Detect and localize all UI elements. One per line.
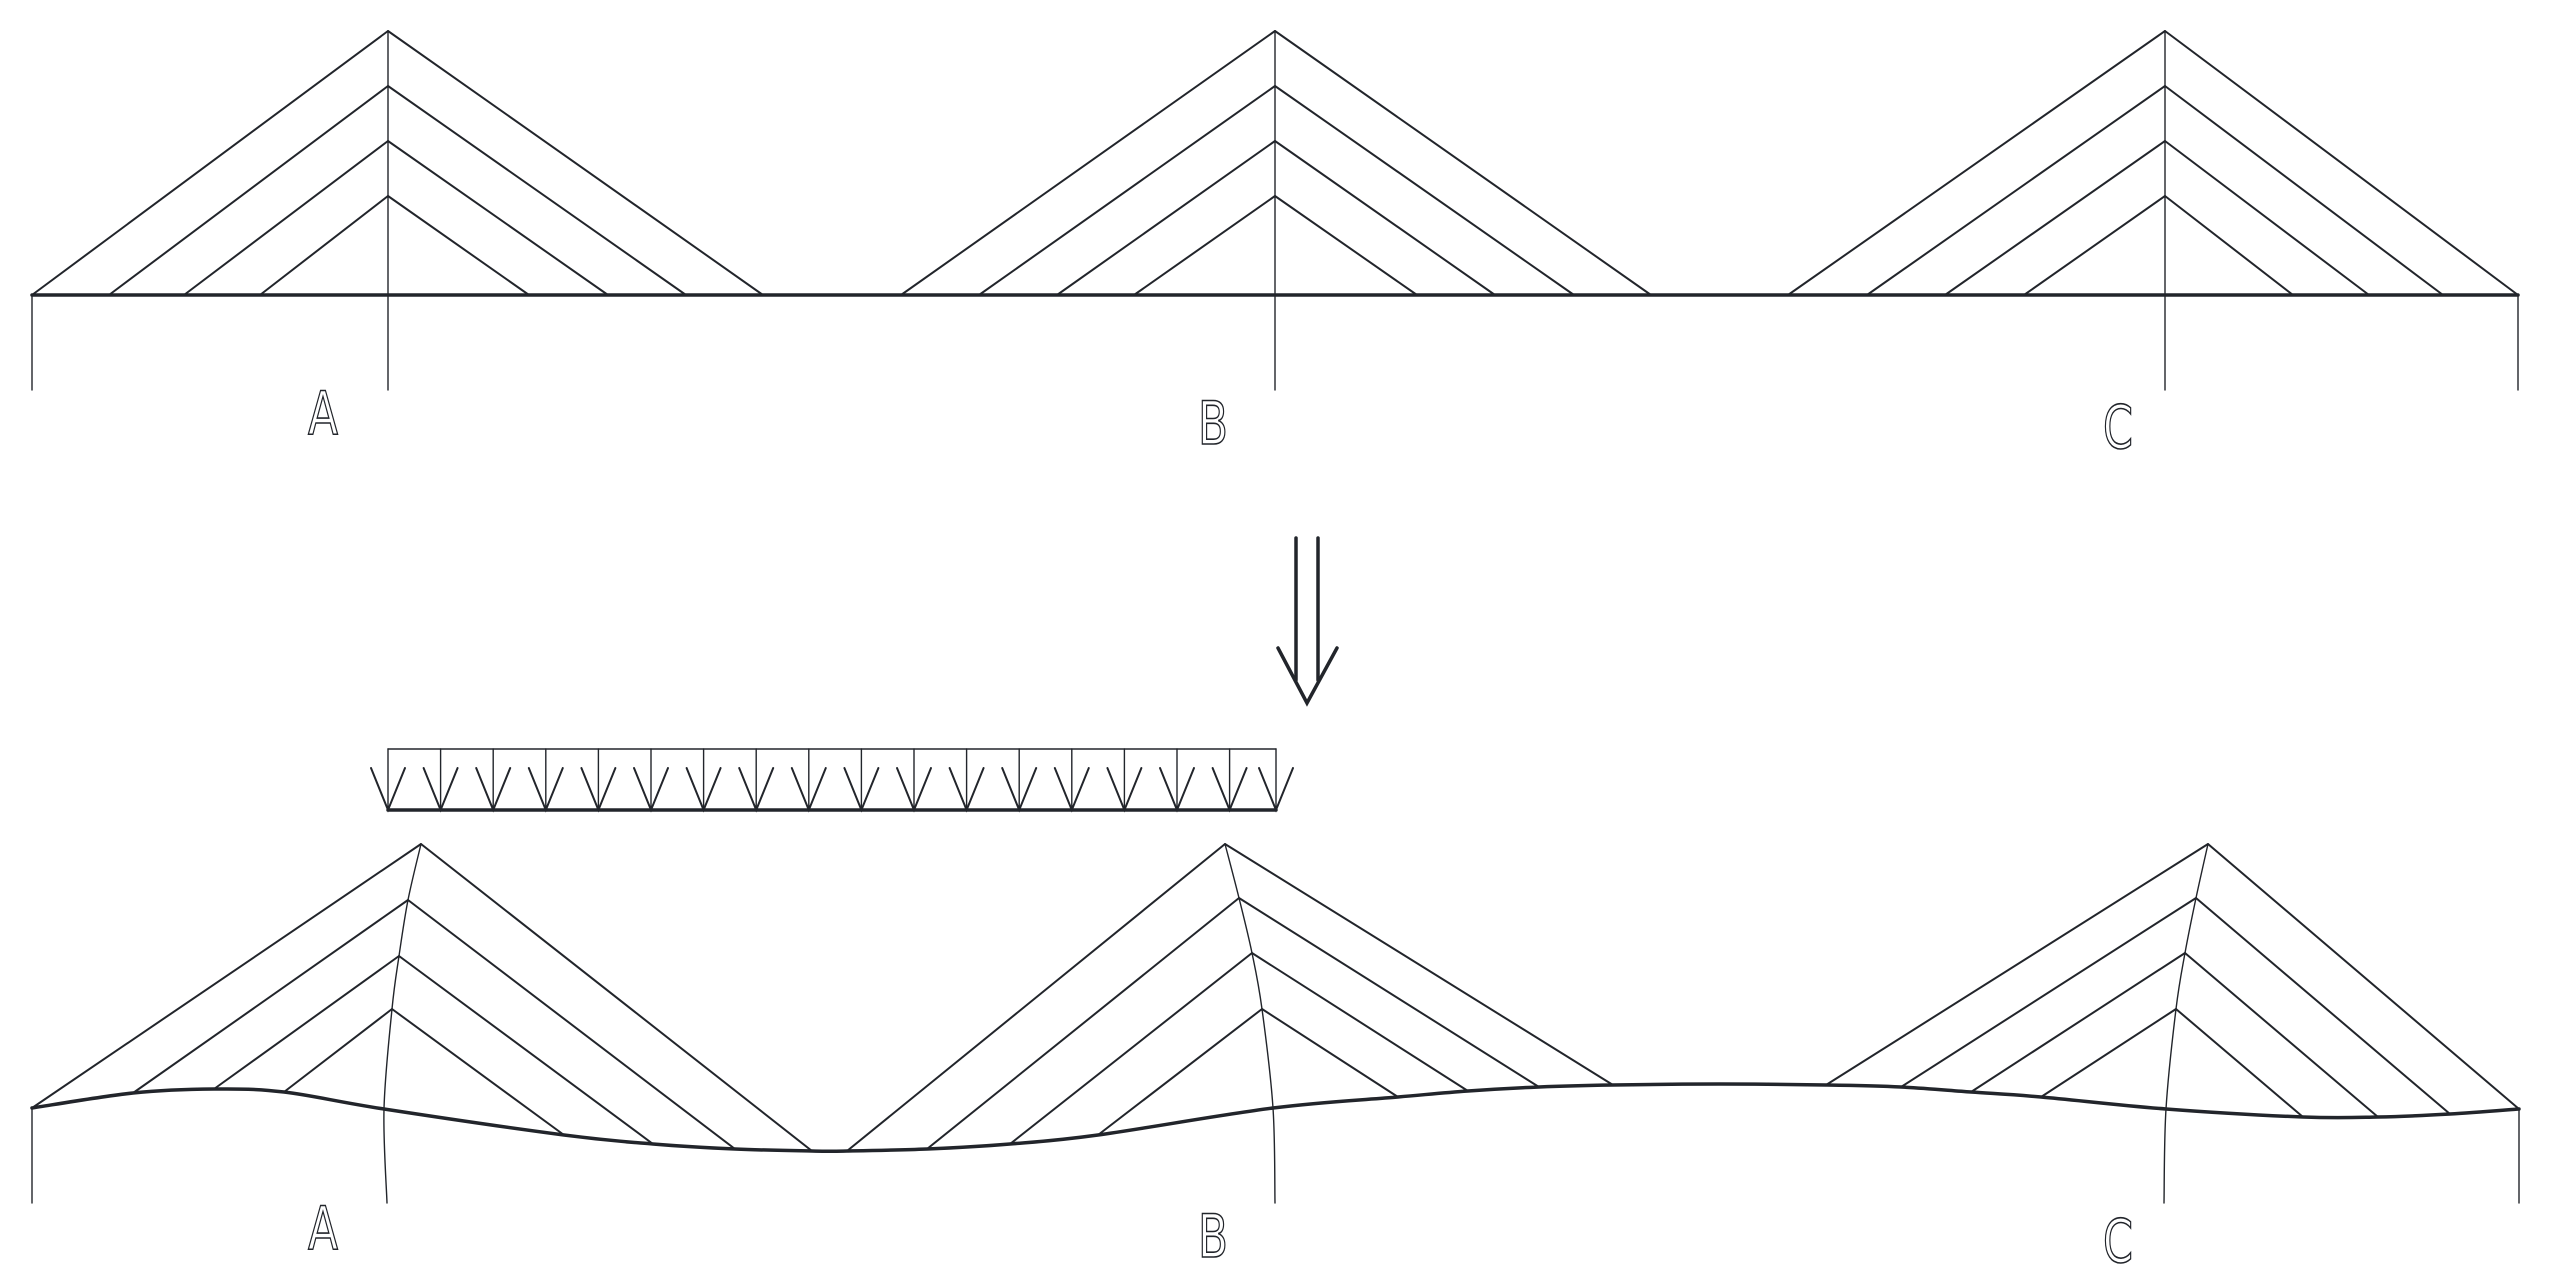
stay-cable xyxy=(2184,952,2379,1118)
stay-cable xyxy=(1261,1008,1399,1098)
stay-cable xyxy=(1274,30,1652,296)
stay-cable xyxy=(108,85,389,296)
stay-cable xyxy=(213,955,400,1090)
stay-cable xyxy=(1056,140,1276,296)
stay-cable xyxy=(1133,195,1276,296)
stay-cable xyxy=(1224,843,1614,1086)
load-arrow-head xyxy=(685,767,722,813)
tower-label-c-original: C xyxy=(2103,393,2133,463)
stay-cable xyxy=(2040,1008,2177,1098)
stay-cable xyxy=(1238,897,1540,1088)
stay-cable xyxy=(2164,30,2519,296)
stay-cable xyxy=(391,1008,565,1136)
original-bridge xyxy=(30,30,2520,391)
stay-cable xyxy=(1900,897,2197,1088)
stay-cable xyxy=(1274,140,1496,296)
stay-cable xyxy=(132,899,409,1094)
load-arrow-head xyxy=(790,767,827,813)
stay-cable xyxy=(387,85,687,296)
distributed-load xyxy=(370,748,1294,813)
load-arrow-head xyxy=(580,767,617,813)
stay-cable xyxy=(2164,140,2370,296)
stay-cable xyxy=(846,843,1226,1152)
arrow-head xyxy=(1276,646,1339,707)
stay-cable xyxy=(183,140,389,296)
stay-cable xyxy=(926,897,1240,1150)
stay-cable xyxy=(1970,952,2186,1093)
tower-label-b-original: B xyxy=(1198,389,1228,459)
stay-cable xyxy=(2175,1008,2304,1118)
stay-cable xyxy=(407,899,736,1150)
tower-label-b-deformed: B xyxy=(1198,1202,1228,1272)
deformed-deck-girder xyxy=(30,1082,2521,1153)
stay-cable xyxy=(1944,140,2166,296)
tower-label-a-deformed: A xyxy=(308,1194,338,1264)
tower-label-a-original: A xyxy=(308,379,338,449)
load-arrow-head xyxy=(896,767,932,813)
stay-cable xyxy=(387,140,609,296)
stay-cable xyxy=(2023,195,2166,296)
load-arrow-head xyxy=(1258,767,1294,813)
load-arrow-head xyxy=(527,767,564,813)
stay-cable xyxy=(2164,195,2294,296)
stay-cable xyxy=(1274,85,1575,296)
load-arrow-head xyxy=(422,767,459,813)
load-arrow-head xyxy=(1001,767,1038,813)
stay-cable xyxy=(387,195,530,296)
tower-label-c-deformed: C xyxy=(2103,1207,2133,1276)
load-arrow-head xyxy=(843,767,880,813)
stay-cable xyxy=(1866,85,2166,296)
stay-cable xyxy=(1787,30,2166,296)
stay-cable xyxy=(2164,85,2444,296)
stay-cable xyxy=(1009,952,1253,1145)
stay-cable xyxy=(1274,195,1418,296)
load-arrow-head xyxy=(370,767,406,813)
load-arrow-head xyxy=(475,767,512,813)
load-arrow-head xyxy=(1159,767,1195,813)
stay-cable xyxy=(2195,897,2451,1115)
stay-cable xyxy=(978,85,1276,296)
stay-cable xyxy=(398,955,654,1145)
deformed-tower-b xyxy=(1224,843,1276,1204)
stay-cable xyxy=(31,843,422,1109)
stay-cable xyxy=(31,30,389,296)
load-arrow-head xyxy=(948,767,985,813)
deformed-tower-a xyxy=(383,843,422,1204)
load-arrow-head xyxy=(1211,767,1248,813)
deformed-bridge xyxy=(30,843,2521,1204)
load-arrow-head xyxy=(738,767,775,813)
deformed-tower-c xyxy=(2163,843,2209,1204)
transition-arrow-icon xyxy=(1276,536,1339,707)
stay-cable xyxy=(1097,1008,1263,1136)
stay-cable xyxy=(259,195,389,296)
stay-cable xyxy=(420,843,813,1152)
load-arrow-head xyxy=(633,767,669,813)
stay-cable xyxy=(1251,952,1469,1092)
stay-cable xyxy=(2207,843,2520,1110)
load-arrow-head xyxy=(1106,767,1143,813)
stay-cable xyxy=(283,1008,393,1093)
stay-cable xyxy=(900,30,1276,296)
load-arrow-head xyxy=(1053,767,1090,813)
stay-cable xyxy=(1825,843,2209,1086)
stay-cable xyxy=(387,30,764,296)
